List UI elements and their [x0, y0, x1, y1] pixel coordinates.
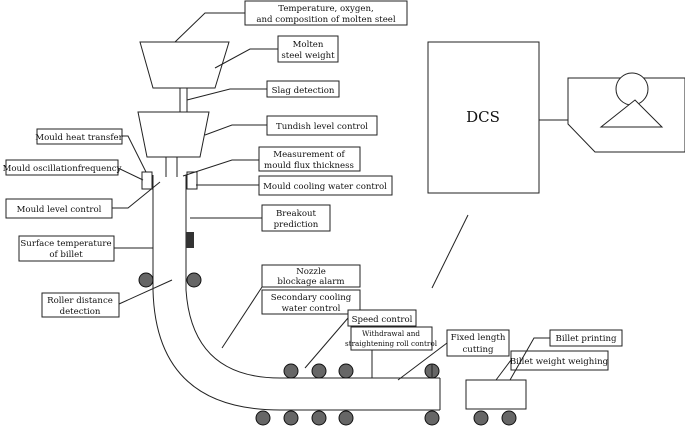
label-slag: Slag detection: [272, 86, 335, 96]
label-tundish: Tundish level control: [276, 122, 368, 132]
leader-temperature: [174, 12, 245, 43]
label-temperature-2: and composition of molten steel: [256, 15, 396, 25]
tundish: [137, 111, 210, 158]
label-flux: Measurement of: [273, 150, 345, 160]
leader-fixed-length: [397, 342, 448, 381]
label-mould-cooling: Mould cooling water control: [263, 182, 387, 192]
roller-10: [338, 410, 354, 426]
label-nozzle: Nozzle: [296, 267, 326, 277]
label-billet-printing: Billet printing: [556, 334, 617, 344]
label-molten: Molten: [293, 40, 324, 50]
label-mould-osc: Mould oscillationfrequency: [3, 164, 122, 174]
roller-12: [473, 410, 489, 426]
label-box-breakout: [261, 204, 331, 232]
leader-molten-weight: [214, 48, 278, 69]
label-breakout: Breakout: [276, 209, 317, 219]
label-box-nozzle: [261, 264, 361, 288]
roller-3: [283, 363, 299, 379]
leader-nozzle-secondary: [221, 286, 263, 349]
mould-jacket-left: [141, 171, 153, 190]
label-box-mould-osc: [5, 159, 119, 176]
roller-8: [283, 410, 299, 426]
monitor-icon: [615, 72, 649, 106]
label-flux-2: mould flux thickness: [264, 161, 354, 171]
ladle: [139, 41, 230, 89]
label-withdrawal: Withdrawal and: [362, 329, 420, 338]
label-breakout-2: prediction: [274, 220, 319, 230]
label-fixed-length-2: cutting: [462, 345, 494, 355]
leader-billet-weight: [495, 359, 512, 381]
label-box-surface-temp: [18, 235, 115, 262]
ladle-nozzle: [179, 87, 188, 113]
mould-jacket-right: [186, 171, 198, 190]
roller-11: [424, 410, 440, 426]
label-box-flux: [258, 146, 361, 172]
label-speed: Speed control: [352, 315, 413, 325]
label-secondary-2: water control: [282, 304, 341, 314]
label-box-secondary: [261, 289, 361, 315]
roller-13: [501, 410, 517, 426]
breakout-sensor: [186, 232, 194, 248]
label-box-fixed-length: [446, 329, 510, 357]
dcs-label: DCS: [466, 108, 500, 126]
leader-speed: [304, 317, 349, 369]
label-box-roller-distance: [41, 292, 120, 318]
label-box-molten-weight: [277, 35, 339, 63]
leader-tundish: [204, 124, 267, 136]
label-fixed-length: Fixed length: [451, 333, 506, 343]
label-surface-temp: Surface temperature: [20, 239, 111, 249]
monitor-stand-icon: [599, 99, 664, 128]
label-nozzle-2: blockage alarm: [277, 277, 344, 287]
roller-2: [186, 272, 202, 288]
roller-4: [311, 363, 327, 379]
leader-mould-osc: [117, 167, 144, 181]
label-mould-level: Mould level control: [17, 205, 102, 215]
leader-billet-printing: [509, 337, 550, 381]
roller-7: [255, 410, 271, 426]
label-temperature: Temperature, oxygen,: [278, 4, 374, 14]
cut-billet: [465, 379, 527, 410]
label-secondary: Secondary cooling: [271, 293, 352, 303]
dcs-box: [427, 41, 540, 194]
leader-mould-heat: [122, 135, 147, 173]
strand-inner-edge: [185, 175, 440, 379]
label-box-withdrawal: [350, 326, 433, 351]
roller-5: [338, 363, 354, 379]
leader-mould-level: [112, 181, 161, 209]
label-mould-heat: Mould heat transfer: [35, 133, 123, 143]
leader-slag: [186, 88, 267, 101]
label-molten-2: steel weight: [281, 51, 335, 61]
roller-1: [138, 272, 154, 288]
strand-outer-edge: [152, 175, 440, 411]
label-billet-weight: Billet weight weighing: [510, 357, 609, 367]
leader-flux: [182, 159, 259, 177]
label-box-temperature: [244, 0, 408, 26]
roller-9: [311, 410, 327, 426]
leader-roller-distance: [118, 279, 173, 305]
dcs-link-strand: [431, 214, 469, 289]
label-roller-distance-2: detection: [60, 307, 101, 317]
label-withdrawal-2: straightening roll control: [345, 339, 438, 348]
label-roller-distance: Roller distance: [47, 296, 113, 306]
label-surface-temp-2: of billet: [49, 250, 83, 260]
